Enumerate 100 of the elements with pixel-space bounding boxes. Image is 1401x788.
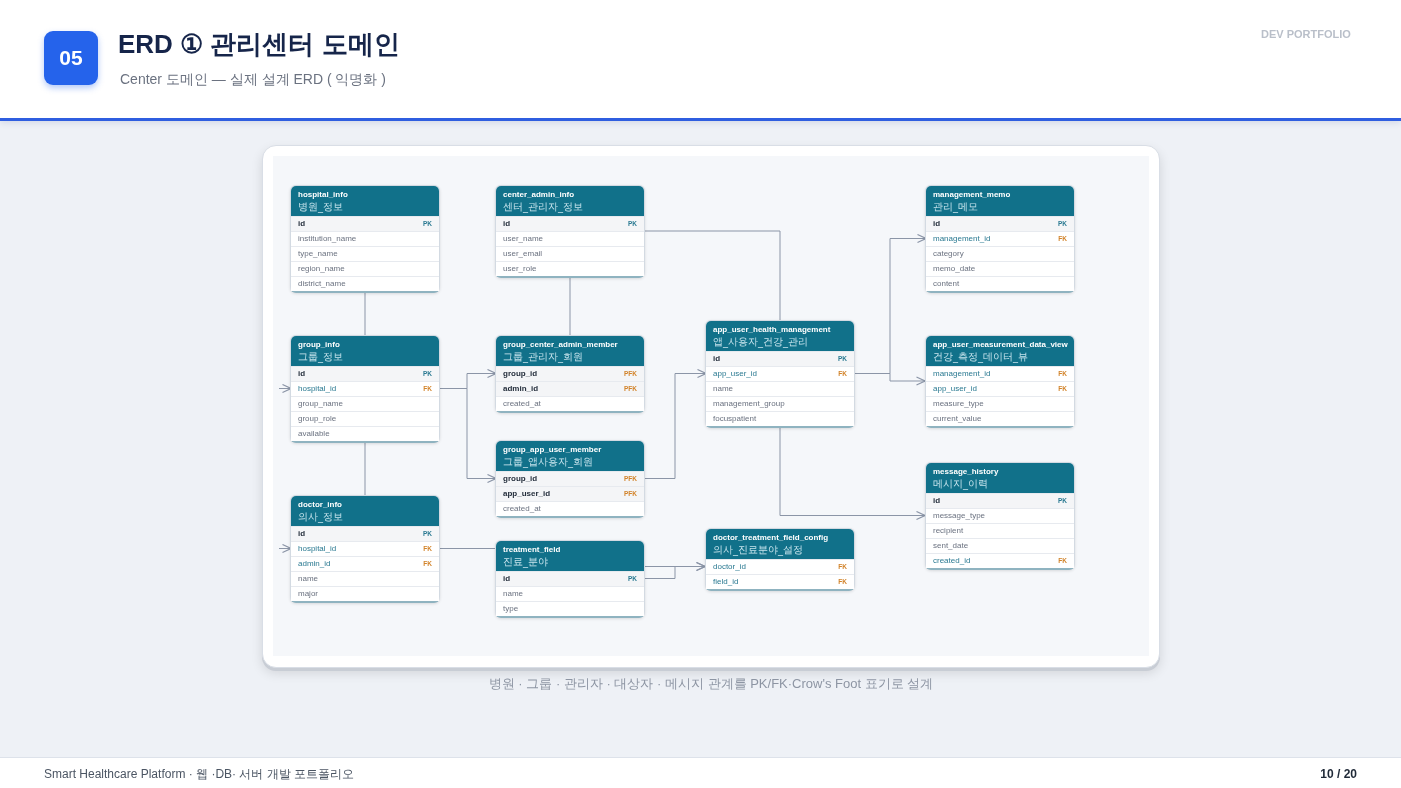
- table-row: [496, 381, 644, 396]
- table-row: [291, 216, 439, 231]
- entity-table: [925, 335, 1075, 428]
- table-row: [291, 246, 439, 261]
- table-description: 메시지_이력: [933, 477, 988, 490]
- table-row: [926, 538, 1074, 553]
- connector-arrow: [278, 543, 292, 554]
- table-row: [291, 541, 439, 556]
- table-row: [496, 571, 644, 586]
- table-description: 관리_메모: [933, 200, 978, 213]
- column-name: group_name: [298, 399, 343, 409]
- column-name: id: [298, 529, 306, 539]
- table-row: [706, 366, 854, 381]
- connector-line: [364, 442, 366, 496]
- table-name: group_app_user_member: [503, 445, 602, 455]
- subtitle: Center 도메인 — 실제 설계 ERD ( 익명화 ): [120, 70, 387, 88]
- connector-arrow: [278, 383, 292, 394]
- column-name: doctor_id: [713, 562, 746, 572]
- column-name: created_at: [503, 504, 541, 514]
- table-description: 그룹_앱사용자_회원: [503, 455, 593, 468]
- table-row: [496, 366, 644, 381]
- table-description: 앱_사용자_건강_관리: [713, 335, 808, 348]
- column-name: id: [298, 219, 306, 229]
- table-name: group_info: [298, 340, 340, 350]
- column-name: app_user_id: [503, 489, 551, 499]
- connector-line: [438, 548, 496, 549]
- column-name: id: [503, 574, 511, 584]
- column-name: id: [713, 354, 721, 364]
- table-row: [496, 231, 644, 246]
- column-name: created_at: [503, 399, 541, 409]
- entity-table: [705, 528, 855, 591]
- entity-table: [290, 185, 440, 293]
- column-name: admin_id: [298, 559, 331, 569]
- table-description: 병원_정보: [298, 200, 343, 213]
- column-name: memo_date: [933, 264, 976, 274]
- table-row: [496, 246, 644, 261]
- table-description: 의사_정보: [298, 510, 343, 523]
- column-name: app_user_id: [713, 369, 758, 379]
- table-row: [496, 586, 644, 601]
- table-name: app_user_health_management: [713, 325, 831, 335]
- table-name: app_user_measurement_data_view: [933, 340, 1068, 350]
- table-row: [291, 276, 439, 291]
- column-name: message_type: [933, 511, 986, 521]
- table-description: 의사_진료분야_설정: [713, 543, 803, 556]
- table-row: [291, 411, 439, 426]
- table-description: 그룹_정보: [298, 350, 343, 363]
- diagram-caption: 병원 · 그룹 · 관리자 · 대상자 · 메시지 관계를 PK/FK·Crow's Foot 표기로 설계: [488, 675, 934, 692]
- table-row: [496, 601, 644, 616]
- table-row: [291, 381, 439, 396]
- table-description: 건강_측정_데이터_뷰: [933, 350, 1028, 363]
- table-description: 센터_관리자_정보: [503, 200, 583, 213]
- entity-table: [495, 335, 645, 413]
- connector-arrow: [643, 368, 707, 479]
- table-row: [926, 396, 1074, 411]
- footer-text: Smart Healthcare Platform · 웹 ·DB· 서버 개발 포트폴리오: [44, 767, 355, 782]
- page-title: ERD ① 관리센터 도메인: [118, 28, 400, 61]
- entity-table: [705, 320, 855, 428]
- entity-table: [495, 540, 645, 618]
- table-row: [496, 216, 644, 231]
- column-name: type_name: [298, 249, 338, 259]
- table-row: [291, 366, 439, 381]
- table-description: 진료_분야: [503, 555, 548, 568]
- column-name: sent_date: [933, 541, 969, 551]
- table-row: [496, 261, 644, 276]
- table-row: [706, 351, 854, 366]
- entity-table: [290, 495, 440, 603]
- column-name: measure_type: [933, 399, 984, 409]
- table-row: [496, 486, 644, 501]
- table-row: [706, 559, 854, 574]
- column-name: content: [933, 279, 960, 289]
- table-row: [291, 231, 439, 246]
- table-row: [926, 553, 1074, 568]
- table-row: [926, 381, 1074, 396]
- column-name: id: [503, 219, 511, 229]
- column-name: app_user_id: [933, 384, 978, 394]
- table-name: treatment_field: [503, 545, 561, 555]
- table-name: message_history: [933, 467, 999, 477]
- column-name: management_group: [713, 399, 785, 409]
- column-name: management_id: [933, 369, 991, 379]
- header-tag: DEV PORTFOLIO: [1261, 27, 1351, 41]
- column-name: hospital_id: [298, 544, 337, 554]
- connector-line: [644, 230, 781, 321]
- table-row: [926, 276, 1074, 291]
- entity-table: [925, 462, 1075, 570]
- table-name: group_center_admin_member: [503, 340, 618, 350]
- column-name: hospital_id: [298, 384, 337, 394]
- entity-table: [495, 440, 645, 518]
- column-name: group_id: [503, 474, 538, 484]
- section-number: 05: [44, 31, 98, 85]
- column-name: region_name: [298, 264, 345, 274]
- table-row: [926, 246, 1074, 261]
- table-row: [291, 261, 439, 276]
- table-row: [926, 411, 1074, 426]
- column-name: institution_name: [298, 234, 357, 244]
- connector-line: [364, 292, 366, 336]
- table-description: 그룹_관리자_회원: [503, 350, 583, 363]
- table-row: [291, 586, 439, 601]
- table-row: [706, 381, 854, 396]
- column-name: current_value: [933, 414, 982, 424]
- table-row: [291, 556, 439, 571]
